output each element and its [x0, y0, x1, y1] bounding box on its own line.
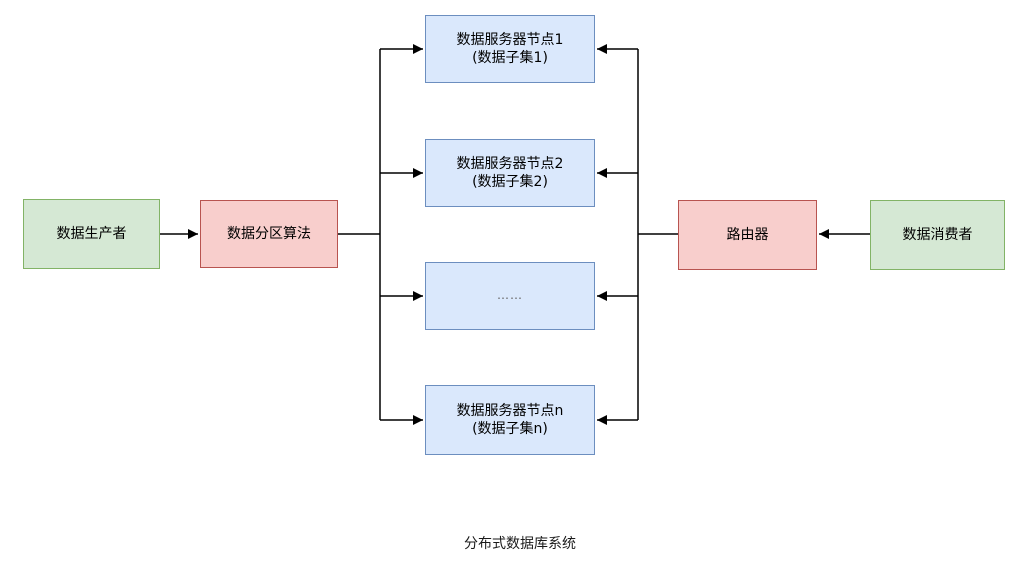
node-data-server-n-line1: 数据服务器节点n [456, 402, 564, 419]
node-data-server-2: 数据服务器节点2 (数据子集2) [425, 139, 595, 207]
node-data-server-2-line1: 数据服务器节点2 [456, 155, 564, 172]
node-router-label: 路由器 [726, 226, 769, 243]
node-data-server-n: 数据服务器节点n (数据子集n) [425, 385, 595, 455]
node-data-producer-label: 数据生产者 [56, 225, 127, 242]
node-partition-algorithm-label: 数据分区算法 [227, 225, 311, 242]
diagram-caption: 分布式数据库系统 [464, 536, 576, 552]
node-data-server-1: 数据服务器节点1 (数据子集1) [425, 15, 595, 83]
node-data-consumer-label: 数据消费者 [902, 226, 973, 243]
node-data-server-1-line2: (数据子集1) [472, 50, 548, 66]
node-router: 路由器 [678, 200, 817, 270]
node-data-producer: 数据生产者 [23, 199, 160, 269]
node-data-consumer: 数据消费者 [870, 200, 1005, 270]
node-data-server-n-line2: (数据子集n) [472, 421, 548, 437]
node-data-server-1-line1: 数据服务器节点1 [456, 31, 564, 48]
node-data-server-2-line2: (数据子集2) [472, 174, 548, 190]
node-data-server-ellipsis-label: …… [497, 288, 523, 303]
node-data-server-ellipsis: …… [425, 262, 595, 330]
node-partition-algorithm: 数据分区算法 [200, 200, 338, 268]
